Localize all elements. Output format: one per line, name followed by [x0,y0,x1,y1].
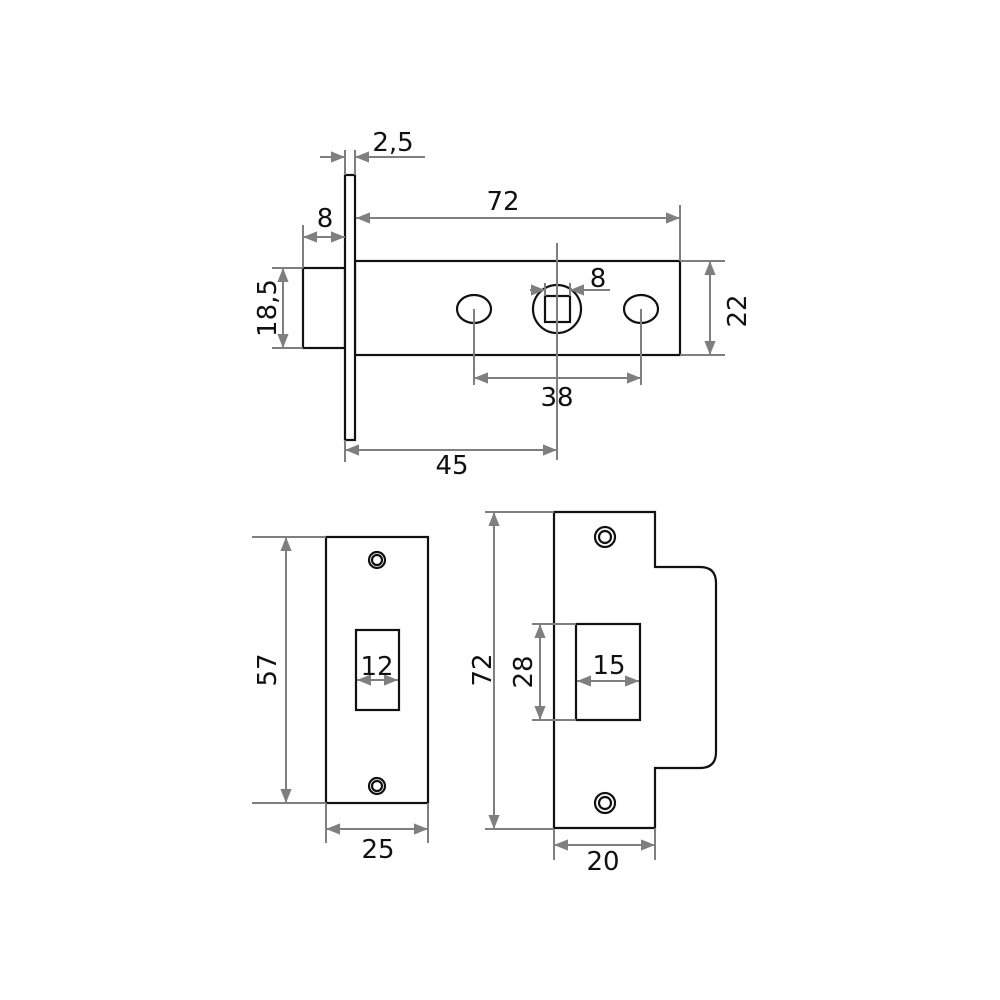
latch-bolt [301,266,347,350]
dim-opening: 12 [360,652,393,682]
dim-strike-width: 20 [586,847,619,877]
strike-plate-view: 15 28 72 20 [468,510,718,877]
dim-forend-width: 25 [361,835,394,865]
dim-bolt-projection: 8 [317,204,334,234]
dim-forend-height: 57 [253,653,283,686]
dim-strike-height: 72 [468,653,498,686]
strike-opening [574,622,642,722]
latch-side-view: 2,5 8 72 18,5 22 8 38 45 [253,128,753,481]
faceplate [343,173,357,442]
dim-spindle: 8 [590,264,607,294]
dim-faceplate-thickness: 2,5 [372,128,413,158]
dim-body-length: 72 [486,187,519,217]
dim-backset: 45 [435,451,468,481]
dim-opening-height: 28 [509,655,539,688]
dim-bolt-height: 18,5 [253,279,283,337]
dim-opening-width: 15 [592,651,625,681]
bolt-opening [354,628,401,712]
dim-body-height: 22 [723,294,753,327]
forend-plate-view: 12 57 25 [252,535,430,865]
